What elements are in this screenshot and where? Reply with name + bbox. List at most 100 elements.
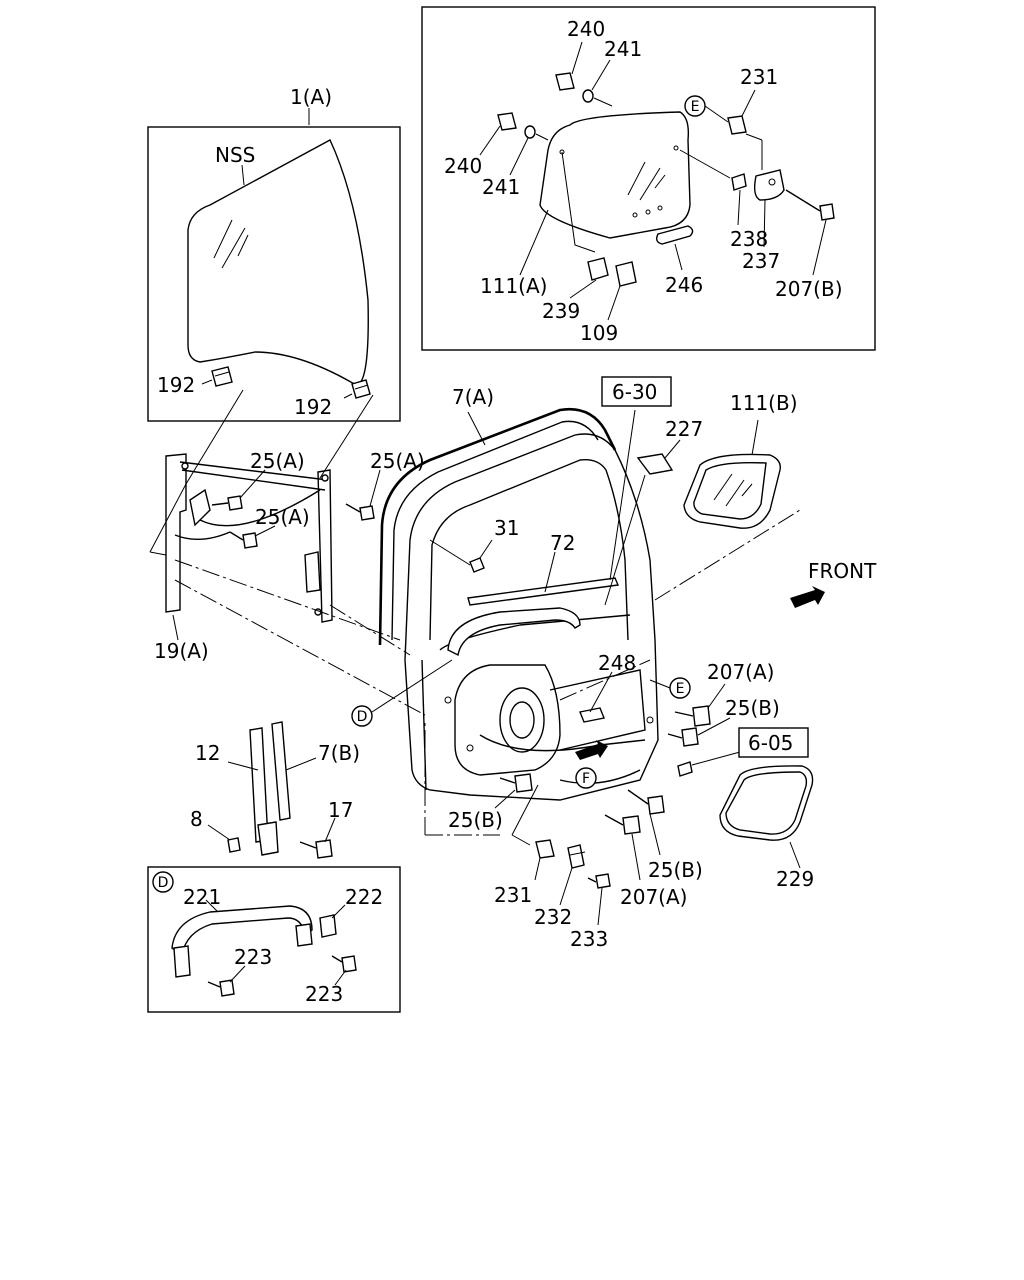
label-111b: 111(B) [730,391,798,415]
weatherstrip-229 [719,765,814,841]
label-231-lower: 231 [494,883,532,907]
label-223-b: 223 [305,982,343,1006]
label-246: 246 [665,273,703,297]
bolt-25a-3 [229,531,258,549]
bracket-237 [753,169,785,201]
bolt-25a-1 [211,495,243,511]
marker-f-door: F [575,767,597,789]
label-240-top: 240 [567,17,605,41]
label-241-top: 241 [604,37,642,61]
bolt-25a-2 [345,503,375,521]
label-6-05: 6-05 [748,731,793,755]
belt-molding-72 [467,577,620,606]
inset-box-quarter-window [421,6,876,351]
label-229: 229 [776,867,814,891]
label-25b-1: 25(B) [725,696,780,720]
bolt-25b-2 [499,773,533,793]
washer-241-left [524,125,536,139]
label-192-right: 192 [294,395,332,419]
label-19a: 19(A) [154,639,209,663]
label-239: 239 [542,299,580,323]
washer-238 [731,173,747,191]
label-7b: 7(B) [318,741,360,765]
label-192-left: 192 [157,373,195,397]
marker-e-inset: E [684,95,706,117]
bracket-239 [587,257,609,281]
svg-text:F: F [582,771,590,787]
label-1a: 1(A) [290,85,332,109]
bracket-232 [567,844,586,869]
channel-12 [249,727,279,856]
label-240-left: 240 [444,154,482,178]
label-227: 227 [665,417,703,441]
door-run-channel-7a [378,407,617,646]
label-238: 238 [730,227,768,251]
inset-box-glass-1a [147,126,401,422]
label-248: 248 [598,651,636,675]
label-221: 221 [183,885,221,909]
label-8: 8 [190,807,203,831]
svg-text:D: D [158,875,169,891]
svg-text:D: D [357,709,368,725]
nut-240-top [555,72,575,91]
clip-231-inset [727,115,747,135]
marker-e-door: E [669,677,691,699]
grommet-6-05 [677,761,693,777]
screw-223-b [331,955,357,973]
front-arrow-icon [790,586,825,608]
cap-222 [319,914,337,938]
bolt-17 [299,839,333,859]
label-223-a: 223 [234,945,272,969]
label-231-inset: 231 [740,65,778,89]
door-glass [187,139,369,386]
screw-8 [227,837,241,853]
label-241-left: 241 [482,175,520,199]
cap-109 [615,261,637,287]
svg-text:E: E [676,681,685,697]
label-25b-3: 25(B) [648,858,703,882]
seal-246 [655,225,694,245]
label-232: 232 [534,905,572,929]
label-17: 17 [328,798,353,822]
screw-233 [587,873,611,889]
label-25a-1: 25(A) [250,449,305,473]
trim-227 [636,453,674,475]
part-231-lower [535,839,555,859]
label-front: FRONT [808,559,877,583]
clip-31 [429,539,485,573]
glass-clip-192-left [211,366,233,387]
label-25b-2: 25(B) [448,808,503,832]
part-248 [579,707,605,723]
quarter-glass-111b [683,453,781,529]
bolt-25b-1 [667,727,699,747]
label-237: 237 [742,249,780,273]
marker-d-inset: D [152,871,174,893]
screw-207b [785,189,835,221]
label-111a: 111(A) [480,274,547,298]
screw-223-a [207,979,235,997]
svg-text:E: E [691,99,700,115]
channel-7b [271,721,291,821]
glass-clip-192-right [351,379,371,399]
label-207b: 207(B) [775,277,843,301]
bolt-207a-2 [604,814,641,835]
door-pull-handle [447,607,581,657]
label-233: 233 [570,927,608,951]
label-207a-1: 207(A) [707,660,774,684]
bolt-25b-3 [627,789,665,815]
label-207a-2: 207(A) [620,885,687,909]
grip-handle-221 [171,905,313,978]
bolt-207a-1 [674,705,711,727]
marker-d-door: D [351,705,373,727]
label-6-30: 6-30 [612,380,657,404]
label-72: 72 [550,531,575,555]
quarter-glass-111a [539,111,691,239]
label-222: 222 [345,885,383,909]
label-109: 109 [580,321,618,345]
ref-box-6-05 [738,727,809,758]
label-12: 12 [195,741,220,765]
front-arrow-icon-2 [575,740,608,760]
label-31: 31 [494,516,519,540]
ref-box-6-30 [601,376,672,407]
